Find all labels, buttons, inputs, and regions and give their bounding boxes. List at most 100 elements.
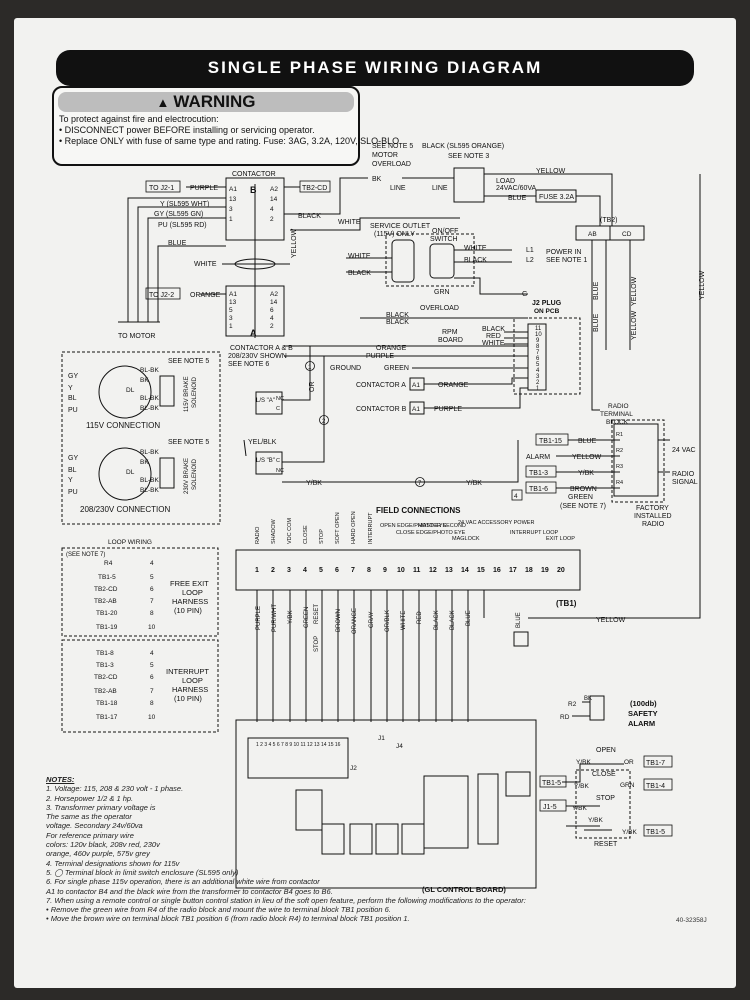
field-wire-label: PUR/WHT bbox=[272, 604, 278, 632]
loop-terminal-label: TB1-17 bbox=[96, 714, 118, 721]
to-j2-1-label: TO J2-1 bbox=[149, 185, 174, 192]
wire-white-label: WHITE bbox=[464, 245, 487, 252]
wire-blbk-label: BL-BK bbox=[140, 449, 159, 456]
open-station-label: OPEN bbox=[596, 747, 616, 754]
note-line: The same as the operator bbox=[46, 812, 132, 822]
warning-box: ▲WARNING To protect against fire and ele… bbox=[52, 86, 400, 166]
to-j2-2-label: TO J2-2 bbox=[149, 292, 174, 299]
wire-blbk-label: BL-BK bbox=[140, 367, 159, 374]
board-pin-numbers: 1 2 3 4 5 6 7 8 9 10 11 12 13 14 15 16 bbox=[256, 742, 341, 748]
warning-title: WARNING bbox=[173, 92, 256, 111]
note-line: 4. Terminal designations shown for 115v bbox=[46, 858, 180, 868]
stop-station-label: STOP bbox=[596, 795, 615, 802]
a1-label: A1 bbox=[412, 406, 420, 413]
loop-terminal-label: TB1-5 bbox=[98, 574, 116, 581]
note-line: 5. ◯ Terminal block in limit switch encl… bbox=[46, 867, 239, 877]
wire-yellow-label: YELLOW bbox=[596, 617, 626, 624]
contactor-pin: 4 bbox=[270, 206, 274, 213]
terminal-2-marker: 2 bbox=[322, 419, 326, 425]
tb2-ab-label: AB bbox=[588, 231, 597, 238]
note-line: For reference primary wire bbox=[46, 830, 134, 840]
interrupt-title: HARNESS bbox=[172, 685, 208, 694]
warning-line: • Replace ONLY with fuse of same type an… bbox=[59, 136, 400, 146]
wire-orange-label: ORANGE bbox=[376, 345, 407, 352]
field-header: 24 VAC ACCESSORY POWER bbox=[458, 520, 534, 526]
wire-blue-label: BLUE bbox=[168, 240, 187, 247]
tb1-4-label: TB1-4 bbox=[646, 783, 665, 790]
wire-green-label: GREEN bbox=[568, 494, 593, 501]
field-wire-label: BLUE bbox=[516, 612, 522, 628]
loop-terminal-label: TB2-AB bbox=[94, 598, 117, 605]
field-wire-label: GRAY bbox=[369, 611, 375, 628]
wire-white-label: WHITE bbox=[348, 253, 371, 260]
tb1-terminal-number: 20 bbox=[557, 567, 565, 574]
j2-pin: 2 bbox=[536, 380, 540, 386]
note-line: 2. Horsepower 1/2 & 1 hp. bbox=[46, 793, 134, 803]
l1-label: L1 bbox=[526, 247, 534, 254]
24vac-label: 24 VAC bbox=[672, 447, 696, 454]
field-header: INTERRUPT LOOP bbox=[510, 530, 559, 536]
factory-radio-label: RADIO bbox=[642, 521, 665, 528]
dl-label: DL bbox=[126, 387, 135, 394]
contactor-pin: 13 bbox=[229, 299, 237, 306]
wire-bl-label: BL bbox=[68, 467, 77, 474]
radio-signal-label: RADIO bbox=[672, 471, 695, 478]
j2-plug-label: J2 PLUG bbox=[532, 300, 562, 307]
j4-label: J4 bbox=[396, 743, 403, 750]
tb2-cd-label: TB2-CD bbox=[302, 185, 327, 192]
see-note5-label: SEE NOTE 5 bbox=[168, 439, 209, 446]
wire-black-label: BLACK bbox=[464, 257, 487, 264]
loop-terminal-label: TB1-8 bbox=[96, 650, 114, 657]
loop-pin: 4 bbox=[150, 560, 154, 567]
wire-pu-label: PU (SL595 RD) bbox=[158, 222, 207, 229]
j2-pin: 1 bbox=[536, 386, 540, 392]
radio-r1: R1 bbox=[616, 432, 623, 438]
field-wire-label: BLACK bbox=[434, 610, 440, 630]
tb1-terminal-number: 5 bbox=[319, 567, 323, 574]
wire-black-label: BLACK bbox=[386, 319, 409, 326]
tb2-label: (TB2) bbox=[600, 217, 618, 224]
field-wire-label: BLUE bbox=[466, 610, 472, 626]
reset-station-label: RESET bbox=[594, 841, 618, 848]
free-exit-title: FREE EXIT bbox=[170, 579, 209, 588]
note-line: orange, 460v purple, 575v grey bbox=[46, 849, 150, 859]
note-line: 3. Transformer primary voltage is bbox=[46, 802, 156, 812]
wire-pu-label: PU bbox=[68, 489, 78, 496]
wire-ybk-label: Y/BK bbox=[578, 470, 594, 477]
l2-label: L2 bbox=[526, 257, 534, 264]
motor-label: MOTOR bbox=[372, 152, 398, 159]
field-connections-title: FIELD CONNECTIONS bbox=[376, 506, 461, 515]
wire-ybk-label: Y/BK bbox=[572, 805, 587, 812]
wire-orange-label: ORANGE bbox=[438, 382, 469, 389]
brake-solenoid-label: SOLENOID bbox=[192, 458, 198, 490]
wire-black-label: BLACK bbox=[298, 213, 321, 220]
tb1-terminal-block bbox=[235, 549, 581, 591]
field-header: RADIO bbox=[255, 526, 261, 544]
loop-pin: 5 bbox=[150, 662, 154, 669]
radio-block-title: RADIO bbox=[608, 403, 629, 410]
field-header: CLOSE bbox=[303, 525, 309, 544]
contactor-pin: 2 bbox=[270, 216, 274, 223]
contactor-pin: 1 bbox=[229, 216, 233, 223]
fuse-box bbox=[535, 189, 577, 203]
contactor-pin: 1 bbox=[229, 323, 233, 330]
note-line: 6. For single phase 115v operation, ther… bbox=[46, 877, 320, 887]
ground-g-label: G bbox=[522, 291, 527, 298]
safety-alarm-label: SAFETY bbox=[628, 709, 658, 718]
terminal-7-marker: 7 bbox=[418, 481, 422, 487]
wire-orange-label: ORANGE bbox=[190, 292, 221, 299]
radio-r2: R2 bbox=[616, 448, 623, 454]
j2-pin: 8 bbox=[536, 344, 540, 350]
field-wire-label: RED bbox=[417, 611, 423, 624]
wire-bk-label: BK bbox=[584, 696, 592, 702]
wire-red-label: RED bbox=[486, 333, 501, 340]
field-wire-label: OR/BLK bbox=[385, 610, 391, 632]
field-wire-label: ORANGE bbox=[352, 608, 358, 634]
ground-label: GROUND bbox=[330, 365, 361, 372]
contactor-a-letter: A bbox=[250, 328, 257, 338]
wire-purple-label: PURPLE bbox=[366, 353, 394, 360]
page-title: SINGLE PHASE WIRING DIAGRAM bbox=[56, 50, 694, 86]
warning-line: To protect against fire and electrocutio… bbox=[59, 114, 219, 124]
switch-nc-label: NC bbox=[276, 396, 284, 402]
